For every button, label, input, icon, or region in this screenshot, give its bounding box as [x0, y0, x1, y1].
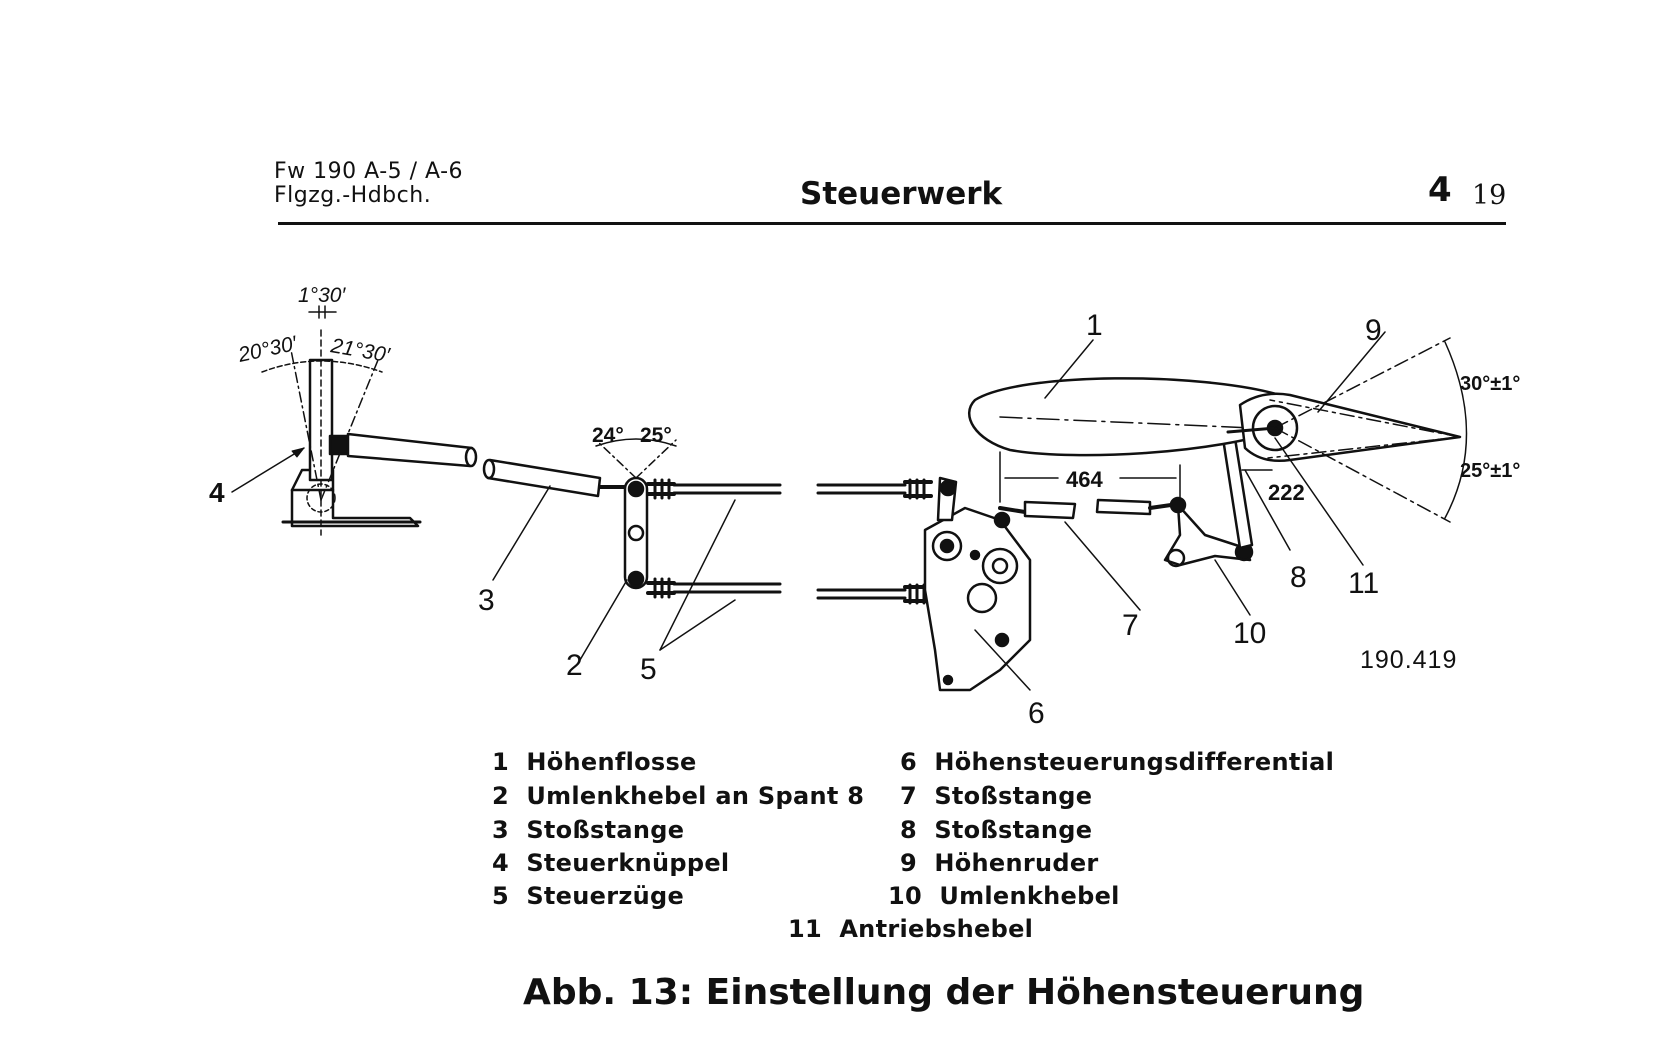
figure-caption: Abb. 13: Einstellung der Höhensteuerung	[523, 972, 1365, 1013]
legend-item: 2 Umlenkhebel an Spant 8	[492, 782, 865, 810]
drawing-number: 190.419	[1360, 646, 1457, 674]
callout-6: 6	[1028, 697, 1045, 730]
legend-item: 10 Umlenkhebel	[888, 882, 1120, 910]
chapter-number: 4	[1428, 170, 1452, 210]
callout-4: 4	[209, 477, 225, 508]
callout-7: 7	[1122, 609, 1139, 642]
legend-item: 9 Höhenruder	[900, 849, 1099, 877]
angle-lever-forward: 24°	[592, 424, 624, 447]
control-stick	[231, 305, 478, 536]
dimension-lines	[999, 451, 1273, 503]
callout-8: 8	[1290, 561, 1307, 594]
legend-item: 4 Steuerknüppel	[492, 849, 730, 877]
stabilizer-and-elevator	[968, 331, 1468, 566]
callout-3: 3	[478, 584, 495, 617]
angle-stick-forward: 20°30′	[235, 332, 300, 367]
callout-1: 1	[1086, 309, 1103, 342]
elevator-differential	[923, 476, 1032, 692]
control-cables	[646, 478, 933, 651]
document-header-left: Fw 190 A-5 / A-6 Flgzg.-Hdbch.	[274, 160, 463, 208]
angle-stick-offset: 1°30′	[298, 284, 346, 307]
callout-11: 11	[1348, 567, 1379, 600]
page-title: Steuerwerk	[800, 176, 1003, 212]
legend-item: 11 Antriebshebel	[788, 915, 1034, 943]
callout-10: 10	[1233, 617, 1266, 650]
angle-elevator-down: 25°±1°	[1460, 460, 1520, 482]
manual-reference: Flgzg.-Hdbch.	[274, 183, 432, 208]
callout-2: 2	[566, 649, 583, 682]
page-number: 19	[1472, 180, 1507, 211]
aircraft-model: Fw 190 A-5 / A-6	[274, 159, 464, 184]
angle-elevator-up: 30°±1°	[1460, 373, 1520, 395]
push-rod-3	[482, 458, 627, 581]
dimension-222: 222	[1268, 480, 1305, 505]
legend-item: 8 Stoßstange	[900, 816, 1093, 844]
legend-item: 7 Stoßstange	[900, 782, 1093, 810]
legend-item: 6 Höhensteuerungsdifferential	[900, 748, 1335, 776]
callout-5: 5	[640, 653, 657, 686]
legend-item: 1 Höhenflosse	[492, 748, 697, 776]
legend-item: 3 Stoßstange	[492, 816, 685, 844]
bellcrank-frame-8	[579, 438, 677, 661]
legend-item: 5 Steuerzüge	[492, 882, 685, 910]
header-rule	[278, 222, 1506, 225]
dimension-464: 464	[1066, 467, 1103, 492]
callout-9: 9	[1365, 314, 1382, 347]
angle-lever-back: 25°	[640, 424, 672, 447]
